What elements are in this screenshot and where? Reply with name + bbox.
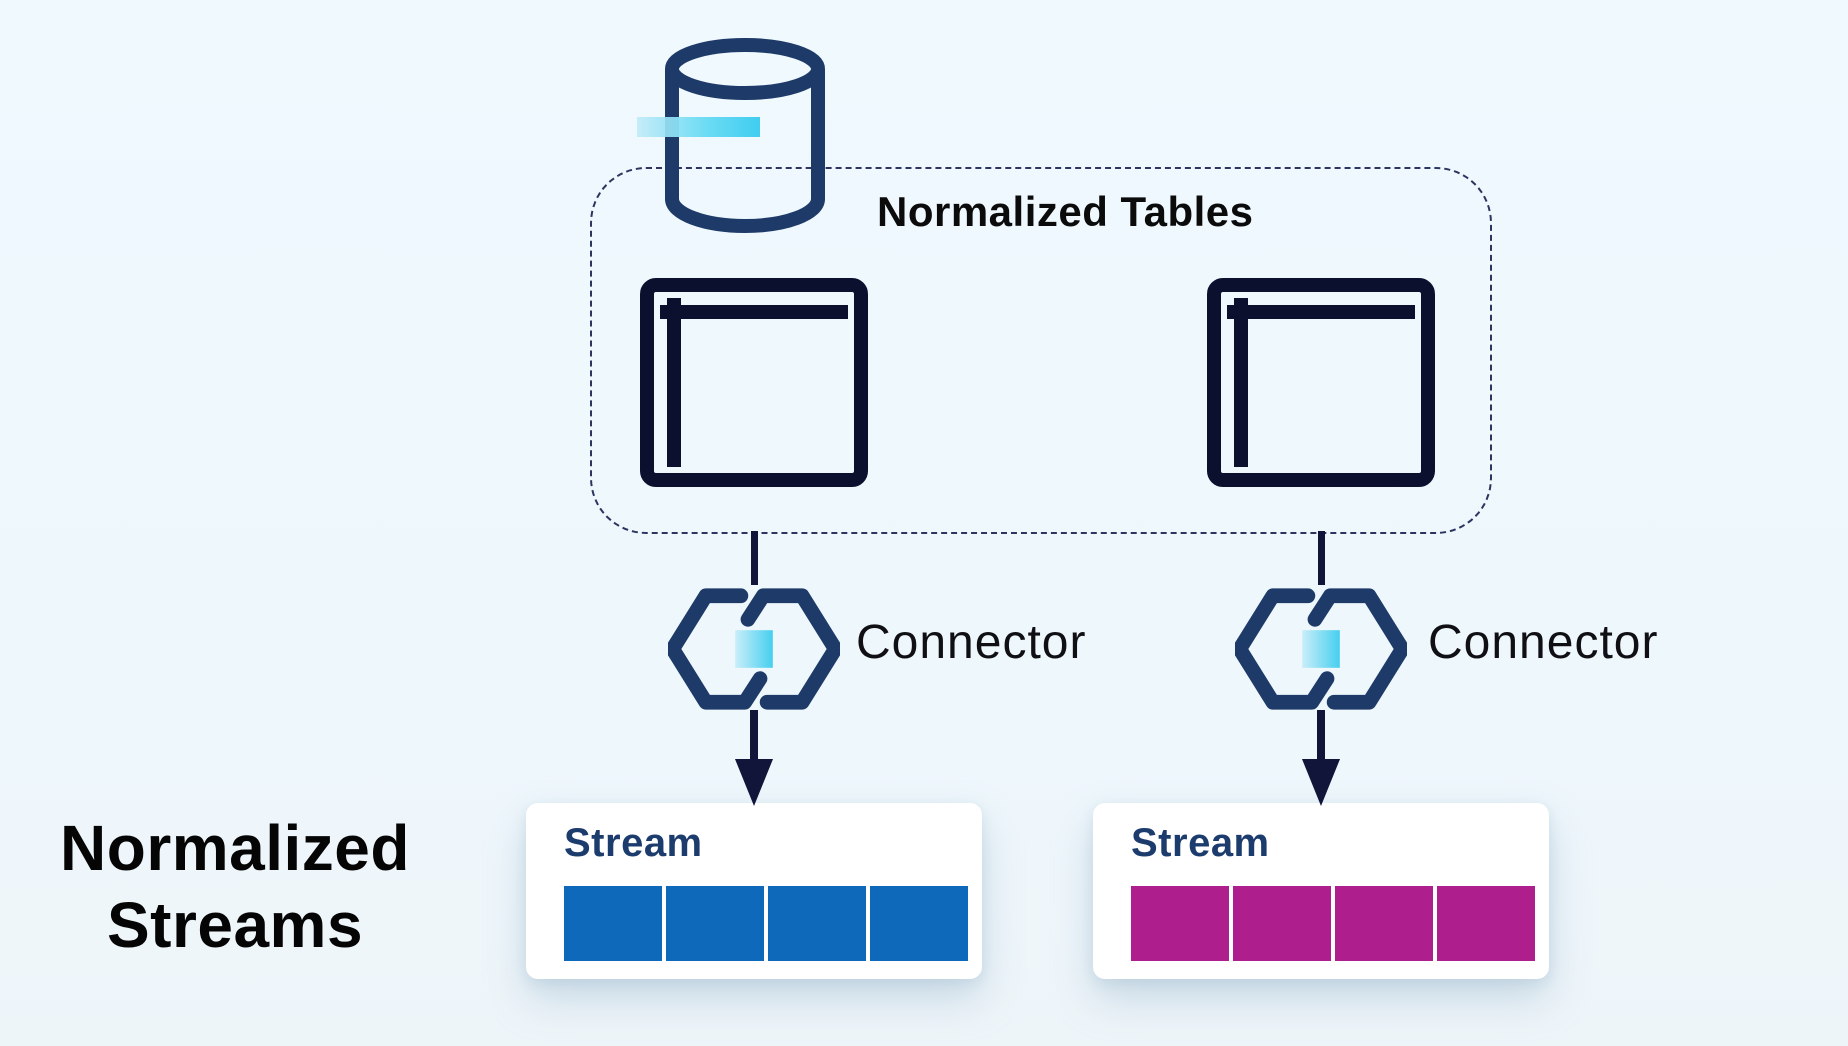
stream-card: Stream <box>1093 803 1549 979</box>
stream-segment <box>1233 886 1331 961</box>
stream-segment <box>1131 886 1229 961</box>
normalized-streams-label: Normalized Streams <box>15 810 455 964</box>
database-cylinder-icon <box>665 38 825 233</box>
stream-segment <box>666 886 764 961</box>
table-icon <box>1207 278 1435 487</box>
stream-segments <box>564 886 968 961</box>
connector-label: Connector <box>1428 616 1659 669</box>
flow-line <box>1318 531 1325 585</box>
normalized-tables-group-box <box>590 167 1492 534</box>
flow-line <box>751 531 758 585</box>
connector-hexagon-icon <box>1235 588 1407 710</box>
stream-segments <box>1131 886 1535 961</box>
connector-label: Connector <box>856 616 1087 669</box>
stream-segment <box>1335 886 1433 961</box>
arrow-down-icon <box>735 710 773 806</box>
connector-hexagon-icon <box>668 588 840 710</box>
highlight-bar <box>637 117 760 137</box>
stream-segment <box>1437 886 1535 961</box>
stream-card-title: Stream <box>1131 821 1270 865</box>
stream-card-title: Stream <box>564 821 703 865</box>
normalized-streams-line1: Normalized <box>60 812 410 884</box>
arrow-down-icon <box>1302 710 1340 806</box>
normalized-streams-line2: Streams <box>106 888 364 961</box>
table-icon <box>640 278 868 487</box>
stream-segment <box>768 886 866 961</box>
stream-segment <box>870 886 968 961</box>
group-box-title: Normalized Tables <box>877 188 1254 235</box>
stream-card: Stream <box>526 803 982 979</box>
stream-segment <box>564 886 662 961</box>
